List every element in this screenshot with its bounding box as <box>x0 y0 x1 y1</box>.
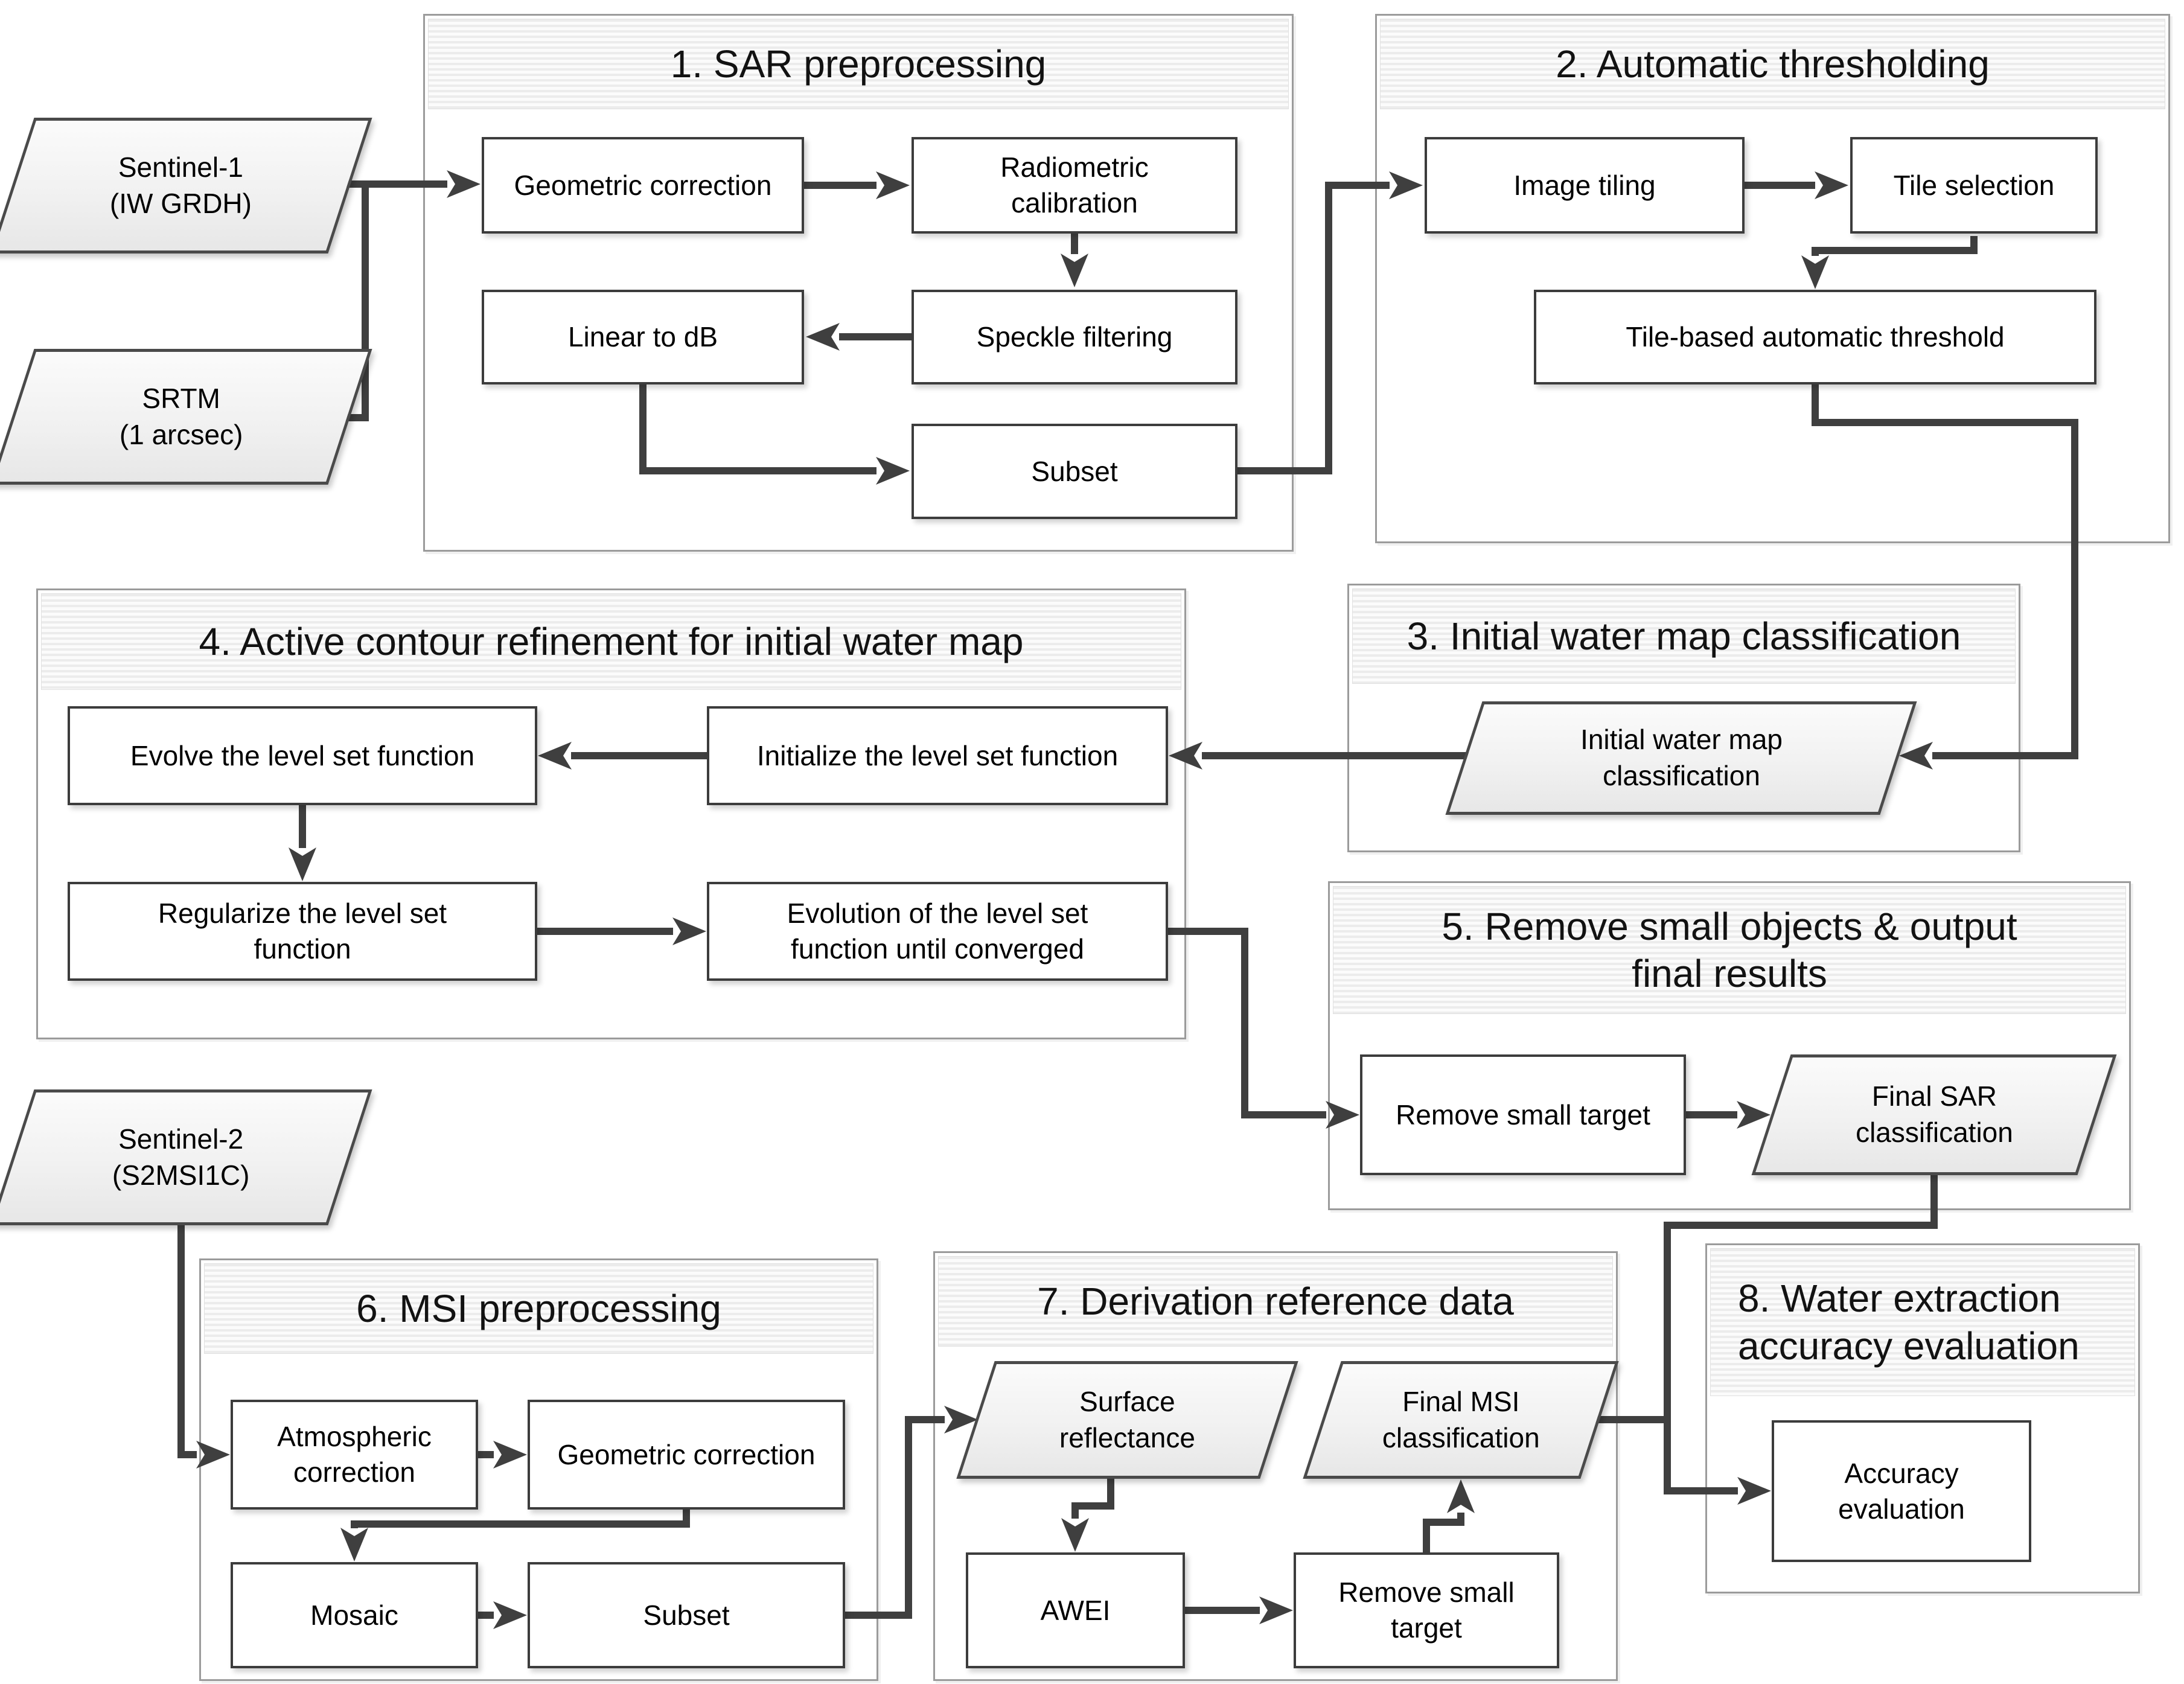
node-srtm: SRTM (1 arcsec) <box>0 349 372 485</box>
node-evolve-level-set: Evolve the level set function <box>68 706 537 805</box>
node-final-sar-label: Final SAR classification <box>1855 1080 2013 1148</box>
connector-sentinel2-to-atmospheric <box>177 1224 230 1469</box>
node-tile-threshold: Tile-based automatic threshold <box>1534 290 2096 384</box>
node-subset-sar: Subset <box>912 424 1237 519</box>
node-awei: AWEI <box>966 1552 1185 1668</box>
node-sentinel1: Sentinel-1 (IW GRDH) <box>0 118 372 254</box>
node-initial-water-map: Initial water map classification <box>1445 701 1917 815</box>
node-srtm-label: SRTM (1 arcsec) <box>119 382 243 450</box>
section-automatic-thresholding: 2. Automatic thresholding <box>1375 14 2170 543</box>
node-atmospheric-correction: Atmospheric correction <box>231 1400 478 1510</box>
node-mosaic: Mosaic <box>231 1562 478 1668</box>
node-surface-reflectance-label: Surface reflectance <box>1059 1385 1195 1453</box>
section-4-title: 4. Active contour refinement for initial… <box>41 593 1181 690</box>
node-sentinel2: Sentinel-2 (S2MSI1C) <box>0 1089 372 1225</box>
section-6-title: 6. MSI preprocessing <box>204 1263 873 1354</box>
node-final-sar-classification: Final SAR classification <box>1751 1054 2117 1175</box>
section-1-title: 1. SAR preprocessing <box>428 19 1289 109</box>
node-initialize-level-set: Initialize the level set function <box>707 706 1168 805</box>
connector-evolution-to-remove-small <box>1168 928 1359 1129</box>
node-tile-selection: Tile selection <box>1850 137 2098 234</box>
node-linear-to-db: Linear to dB <box>482 290 804 384</box>
node-geometric-correction-msi: Geometric correction <box>528 1400 845 1510</box>
section-3-title: 3. Initial water map classification <box>1352 588 2016 684</box>
section-2-title: 2. Automatic thresholding <box>1380 19 2165 109</box>
node-final-msi-label: Final MSI classification <box>1382 1385 1540 1453</box>
node-geometric-correction: Geometric correction <box>482 137 804 234</box>
node-initial-water-map-label: Initial water map classification <box>1580 724 1783 791</box>
section-8-title: 8. Water extraction accuracy evaluation <box>1710 1248 2135 1396</box>
node-regularize-level-set: Regularize the level set function <box>68 882 537 981</box>
node-sentinel2-label: Sentinel-2 (S2MSI1C) <box>112 1123 250 1191</box>
section-7-title: 7. Derivation reference data <box>938 1256 1613 1347</box>
node-final-msi-classification: Final MSI classification <box>1303 1361 1619 1479</box>
node-image-tiling: Image tiling <box>1425 137 1745 234</box>
section-5-title: 5. Remove small objects & output final r… <box>1333 886 2126 1014</box>
node-remove-small-target-msi: Remove small target <box>1294 1552 1559 1668</box>
node-subset-msi: Subset <box>528 1562 845 1668</box>
node-accuracy-evaluation: Accuracy evaluation <box>1772 1420 2031 1562</box>
node-speckle-filtering: Speckle filtering <box>912 290 1237 384</box>
node-evolution-until-converged: Evolution of the level set function unti… <box>707 882 1168 981</box>
node-surface-reflectance: Surface reflectance <box>956 1361 1298 1479</box>
node-remove-small-target-sar: Remove small target <box>1360 1054 1686 1175</box>
node-radiometric-calibration: Radiometric calibration <box>912 137 1237 234</box>
node-sentinel1-label: Sentinel-1 (IW GRDH) <box>110 151 252 219</box>
